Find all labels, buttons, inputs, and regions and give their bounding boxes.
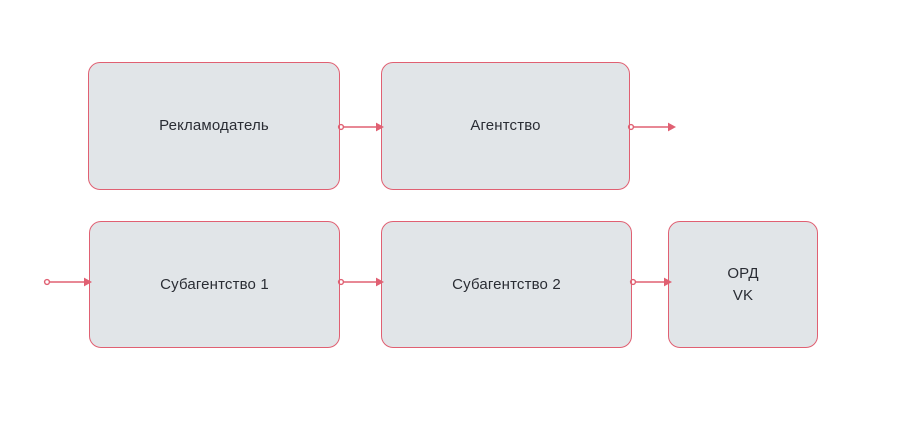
connector-subagency-2-to-ord-vk bbox=[629, 275, 672, 289]
connector-start-dot-icon bbox=[43, 278, 51, 286]
connector-incoming-to-subagency-1 bbox=[43, 275, 92, 289]
node-subagency-1-label: Субагентство 1 bbox=[160, 275, 269, 293]
node-subagency-2-label: Субагентство 2 bbox=[452, 275, 561, 293]
node-advertiser[interactable]: Рекламодатель bbox=[88, 62, 340, 190]
node-agency[interactable]: Агентство bbox=[381, 62, 630, 190]
connector-subagency-1-to-subagency-2 bbox=[337, 275, 384, 289]
connector-advertiser-to-agency bbox=[337, 120, 384, 134]
node-subagency-2[interactable]: Субагентство 2 bbox=[381, 221, 632, 348]
connector-arrowhead-icon bbox=[668, 122, 676, 132]
connector-agency-outgoing bbox=[627, 120, 676, 134]
node-subagency-1[interactable]: Субагентство 1 bbox=[89, 221, 340, 348]
node-ord-vk-label: ОРД VK bbox=[727, 264, 759, 304]
node-agency-label: Агентство bbox=[470, 117, 541, 135]
node-ord-vk[interactable]: ОРД VK bbox=[668, 221, 818, 348]
node-advertiser-label: Рекламодатель bbox=[159, 117, 269, 135]
